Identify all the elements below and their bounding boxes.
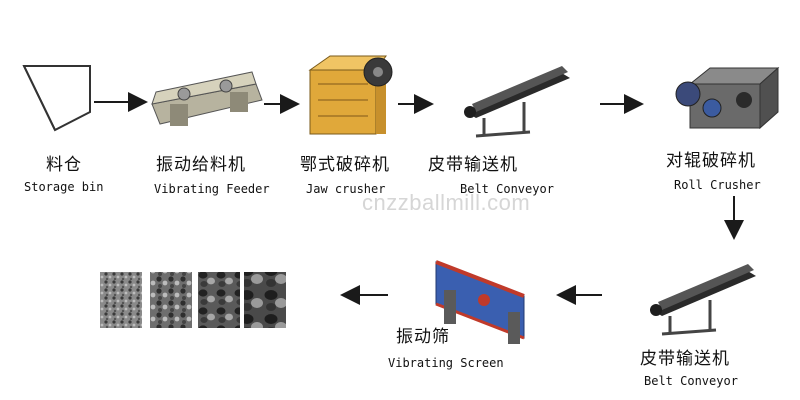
roll-crusher-illustration xyxy=(675,66,780,130)
watermark: cnzzballmill.com xyxy=(362,190,531,215)
jaw-crusher-illustration xyxy=(308,55,393,135)
belt-conveyor-2-illustration xyxy=(650,264,756,336)
vibrating-feeder-label-cn: 振动给料机 xyxy=(156,155,246,175)
jaw-crusher-label-en: Jaw crusher xyxy=(306,182,386,196)
vibrating-feeder-label-en: Vibrating Feeder xyxy=(154,182,270,196)
storage-bin-label-cn: 料仓 xyxy=(46,155,82,175)
vibrating-screen-illustration xyxy=(435,260,525,344)
belt-conveyor-1-label-en: Belt Conveyor xyxy=(460,182,554,196)
vibrating-screen-label-cn: 振动筛 xyxy=(396,327,450,347)
vibrating-screen-label-en: Vibrating Screen xyxy=(388,356,504,370)
vibrating-feeder-illustration xyxy=(151,71,263,126)
product-sample-small xyxy=(150,272,192,328)
flow-arrows xyxy=(94,92,744,305)
belt-conveyor-1-label-cn: 皮带输送机 xyxy=(428,155,518,175)
product-sample-medium xyxy=(198,272,240,328)
storage-bin-illustration xyxy=(22,65,91,132)
storage-bin-label-en: Storage bin xyxy=(24,180,104,194)
product-sample-coarse xyxy=(244,272,286,328)
product-sample-fine xyxy=(100,272,142,328)
roll-crusher-label-cn: 对辊破碎机 xyxy=(666,151,756,171)
belt-conveyor-2-label-cn: 皮带输送机 xyxy=(640,349,730,369)
roll-crusher-label-en: Roll Crusher xyxy=(674,178,761,192)
belt-conveyor-2-label-en: Belt Conveyor xyxy=(644,374,738,388)
jaw-crusher-label-cn: 鄂式破碎机 xyxy=(300,155,390,175)
belt-conveyor-1-illustration xyxy=(464,66,570,138)
product-samples xyxy=(100,272,286,328)
